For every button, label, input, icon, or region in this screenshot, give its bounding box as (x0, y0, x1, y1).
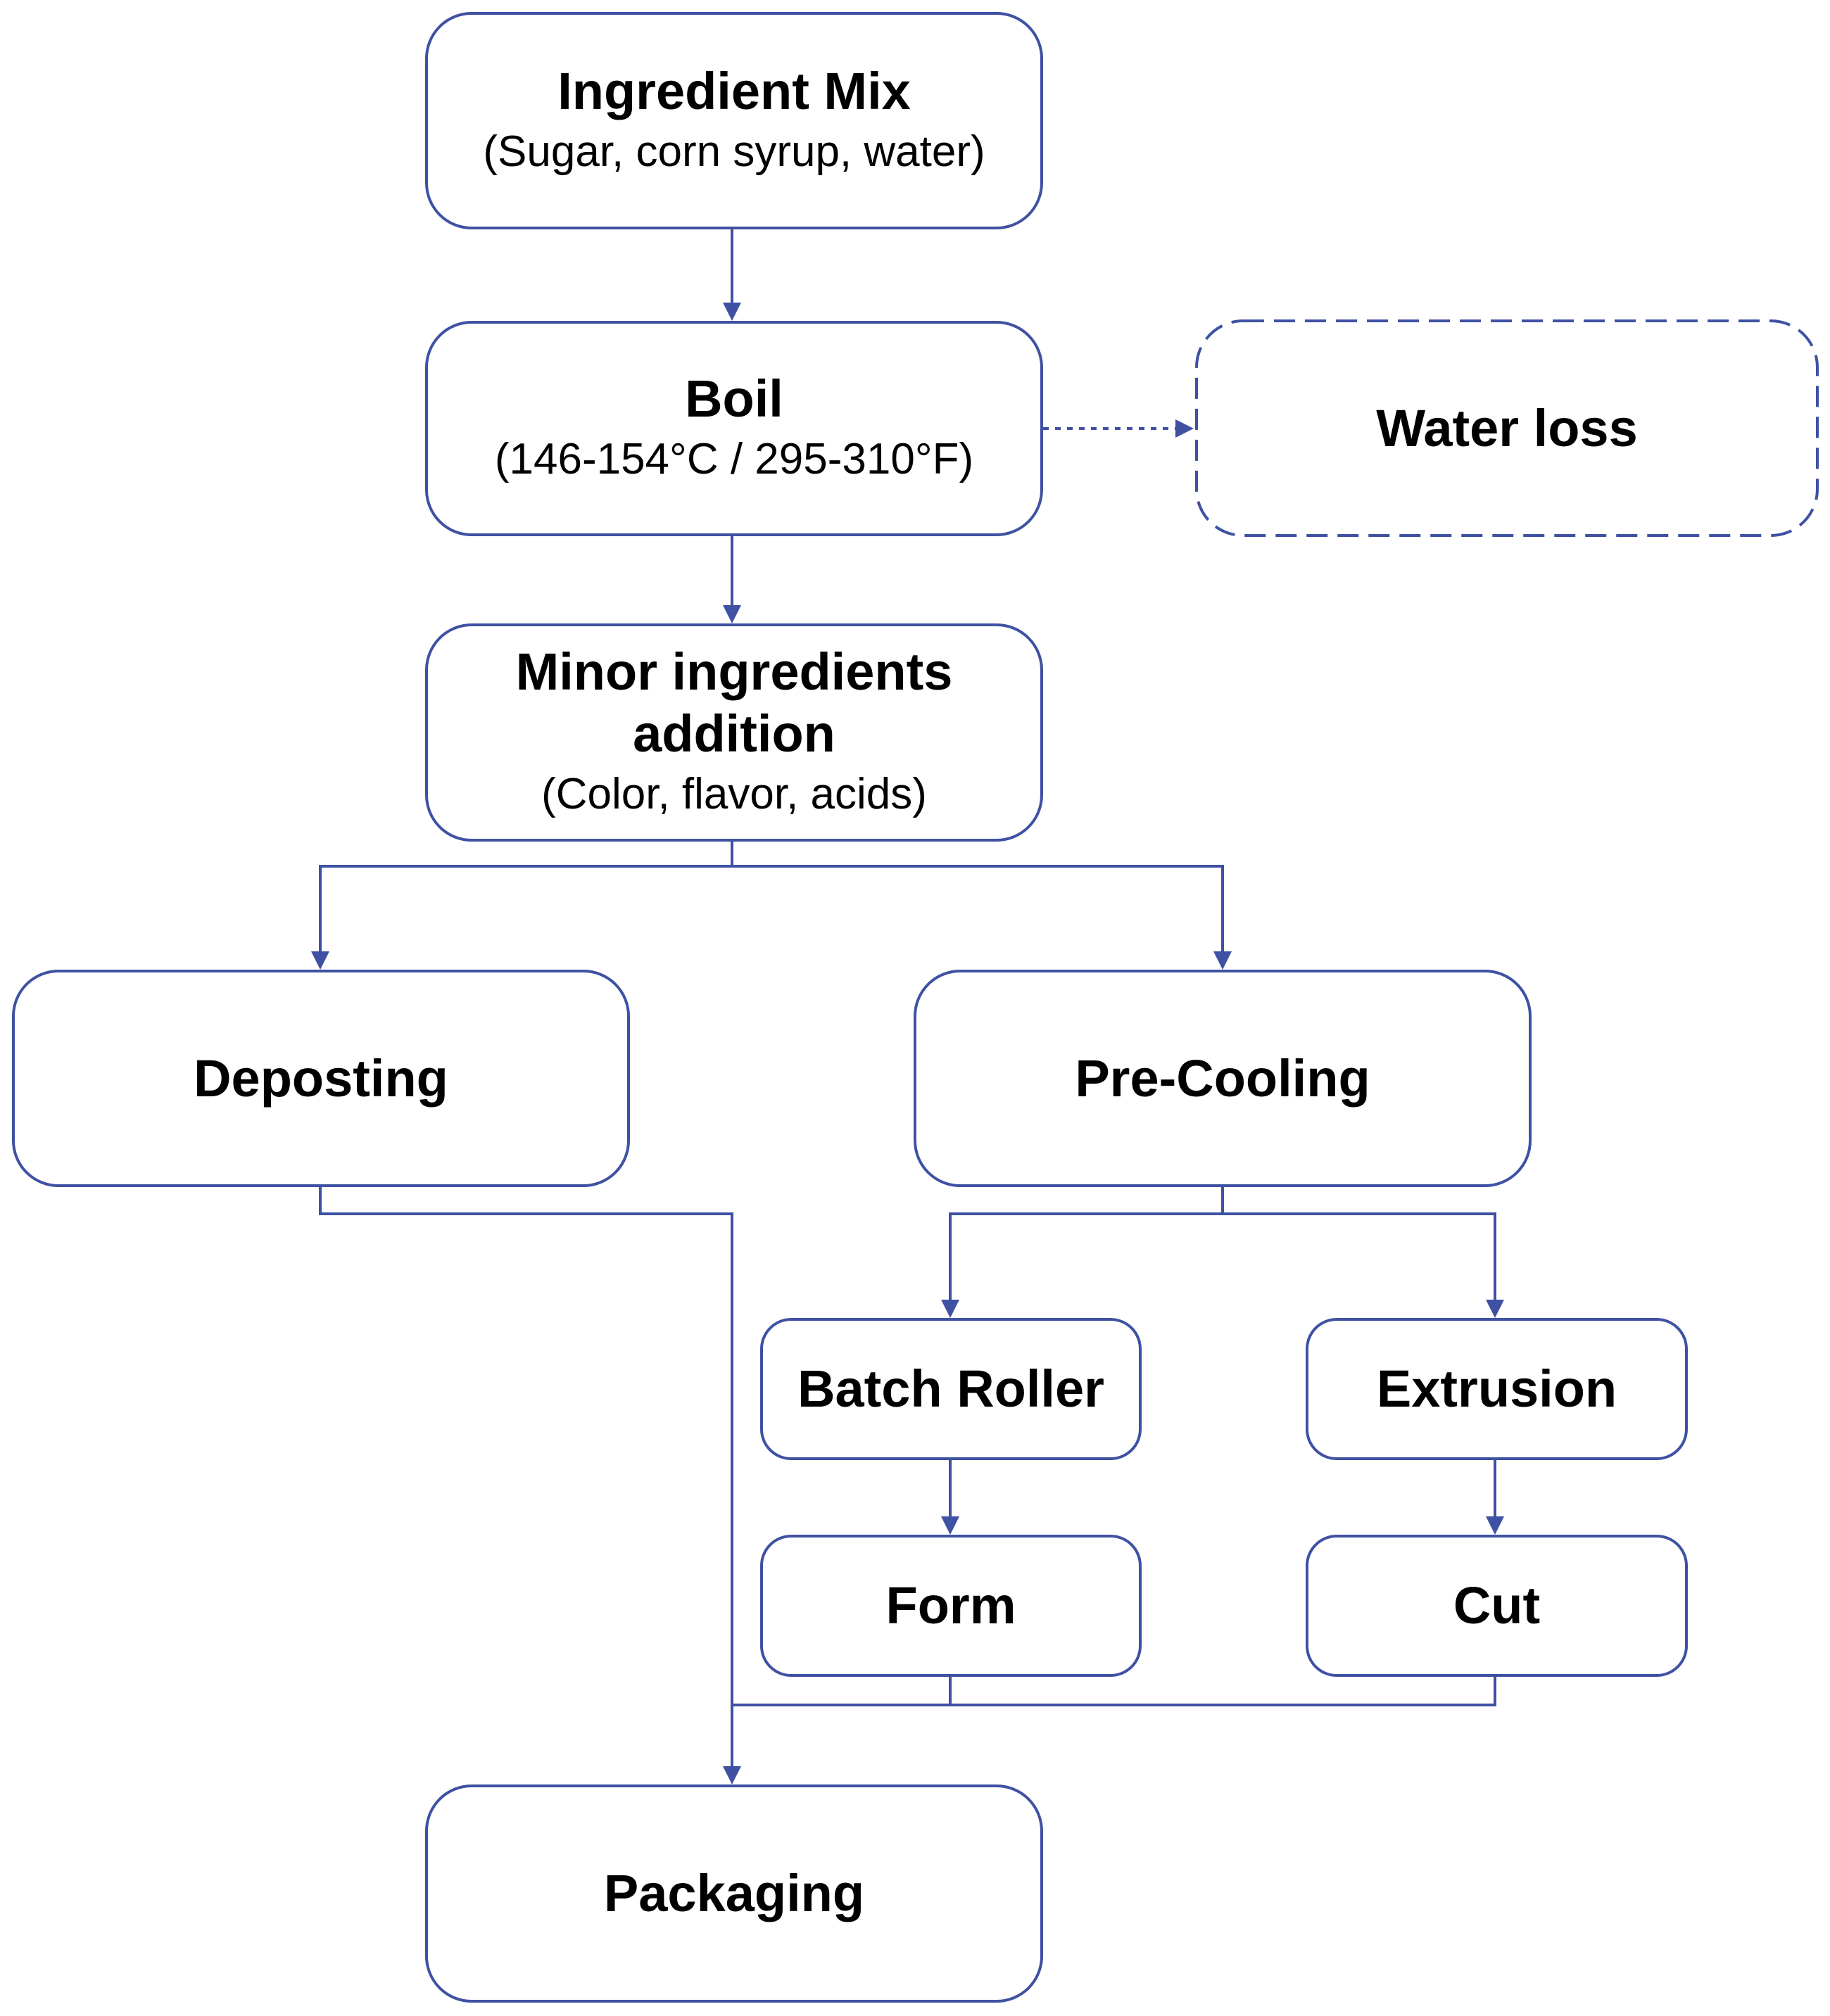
node-deposting: Deposting (12, 970, 630, 1187)
node-extrusion: Extrusion (1306, 1318, 1688, 1460)
arrowhead-minor (723, 605, 741, 623)
node-cut: Cut (1306, 1535, 1688, 1677)
extrusion-title: Extrusion (1376, 1359, 1617, 1418)
node-ingredient-mix: Ingredient Mix (Sugar, corn syrup, water… (425, 12, 1043, 229)
boil-title: Boil (685, 369, 783, 428)
connector-cut-to-merge (732, 1677, 1496, 1706)
connector-precooling-to-extrusion (1223, 1212, 1496, 1307)
node-boil: Boil (146-154°C / 295-310°F) (425, 321, 1043, 536)
minor-ingredients-subtitle: (Color, flavor, acids) (541, 770, 927, 818)
connector-deposting-to-packaging (319, 1187, 733, 1773)
arrowhead-precooling (1213, 951, 1232, 970)
arrowhead-water-loss (1175, 419, 1194, 438)
ingredient-mix-subtitle: (Sugar, corn syrup, water) (483, 127, 985, 176)
minor-ingredients-title-line1: Minor ingredients (515, 642, 953, 701)
form-title: Form (885, 1576, 1016, 1635)
arrowhead-batch-roller (941, 1300, 959, 1318)
connector-split-to-precooling (732, 865, 1224, 958)
connector-split-to-deposting (319, 865, 732, 958)
ingredient-mix-title: Ingredient Mix (557, 61, 911, 120)
connector-precooling-to-batch-roller (949, 1212, 1223, 1307)
arrowhead-extrusion (1486, 1300, 1504, 1318)
boil-subtitle: (146-154°C / 295-310°F) (494, 435, 974, 483)
arrowhead-deposting (311, 951, 329, 970)
cut-title: Cut (1453, 1576, 1541, 1635)
node-form: Form (760, 1535, 1142, 1677)
packaging-title: Packaging (603, 1864, 865, 1922)
arrowhead-packaging (723, 1766, 741, 1784)
arrowhead-cut (1486, 1516, 1504, 1535)
batch-roller-title: Batch Roller (797, 1359, 1104, 1418)
minor-ingredients-title-line2: addition (633, 704, 835, 763)
water-loss-title: Water loss (1376, 398, 1638, 457)
node-batch-roller: Batch Roller (760, 1318, 1142, 1460)
node-water-loss: Water loss (1197, 321, 1817, 535)
node-minor-ingredients: Minor ingredients addition (Color, flavo… (425, 623, 1043, 842)
deposting-title: Deposting (194, 1048, 448, 1108)
water-loss-border (1195, 319, 1819, 537)
arrowhead-form (941, 1516, 959, 1535)
arrowhead-boil (723, 303, 741, 321)
pre-cooling-title: Pre-Cooling (1075, 1048, 1370, 1108)
node-pre-cooling: Pre-Cooling (914, 970, 1532, 1187)
node-packaging: Packaging (425, 1784, 1043, 2003)
